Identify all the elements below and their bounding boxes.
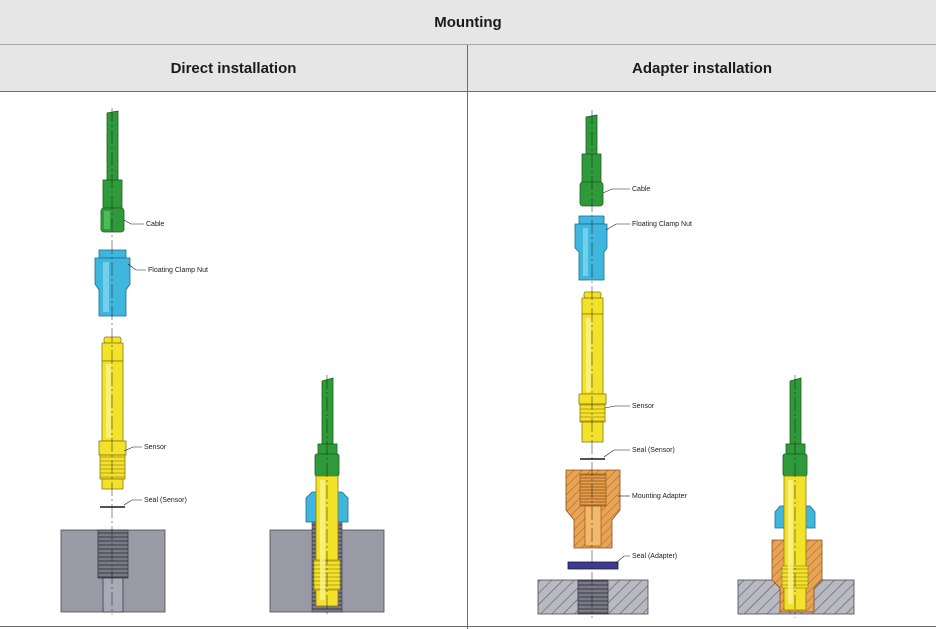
column-header-adapter: Adapter installation	[468, 45, 936, 92]
adapter-callouts: Cable Floating Clamp Nut Sensor Seal (Se…	[602, 186, 692, 564]
adapter-seal-adapter-label: Seal (Adapter)	[632, 553, 677, 560]
direct-sensor-label: Sensor	[144, 444, 167, 451]
direct-seal-label: Seal (Sensor)	[144, 497, 187, 504]
adapter-floating-clamp-nut	[574, 215, 608, 281]
adapter-sensor	[578, 291, 607, 443]
adapter-seal-sensor-label: Seal (Sensor)	[632, 447, 675, 454]
adapter-assembled	[737, 375, 855, 618]
direct-exploded-assembly	[60, 108, 166, 615]
adapter-sensor-label: Sensor	[632, 403, 655, 410]
adapter-mounting-adapter-label: Mounting Adapter	[632, 493, 688, 500]
adapter-seal-ring	[567, 561, 619, 570]
column-divider	[467, 45, 468, 629]
direct-assembled	[269, 375, 385, 615]
adapter-exploded-assembly	[537, 110, 649, 618]
adapter-mounting-adapter	[565, 469, 621, 549]
adapter-nut-label: Floating Clamp Nut	[632, 221, 692, 228]
direct-nut-label: Floating Clamp Nut	[148, 267, 208, 274]
direct-floating-clamp-nut	[94, 249, 131, 317]
direct-callouts: Cable Floating Clamp Nut Sensor Seal (Se…	[123, 219, 208, 506]
bottom-rule	[0, 626, 936, 627]
direct-cable	[100, 110, 125, 233]
direct-sensor	[98, 336, 127, 490]
direct-cable-label: Cable	[146, 221, 164, 228]
adapter-mounting-block	[537, 579, 649, 615]
column-title-adapter: Adapter installation	[631, 59, 773, 77]
adapter-cable	[579, 114, 604, 207]
direct-mounting-block	[60, 529, 166, 613]
title-bar: Mounting	[0, 0, 936, 45]
direct-cable-leader	[123, 219, 144, 225]
direct-nut-leader	[127, 263, 146, 271]
page-title: Mounting	[434, 13, 502, 31]
column-header-direct: Direct installation	[0, 45, 467, 92]
direct-seal-leader	[123, 499, 142, 506]
column-title-direct: Direct installation	[170, 59, 297, 77]
adapter-cable-label: Cable	[632, 186, 650, 193]
direct-sensor-leader	[123, 446, 142, 452]
